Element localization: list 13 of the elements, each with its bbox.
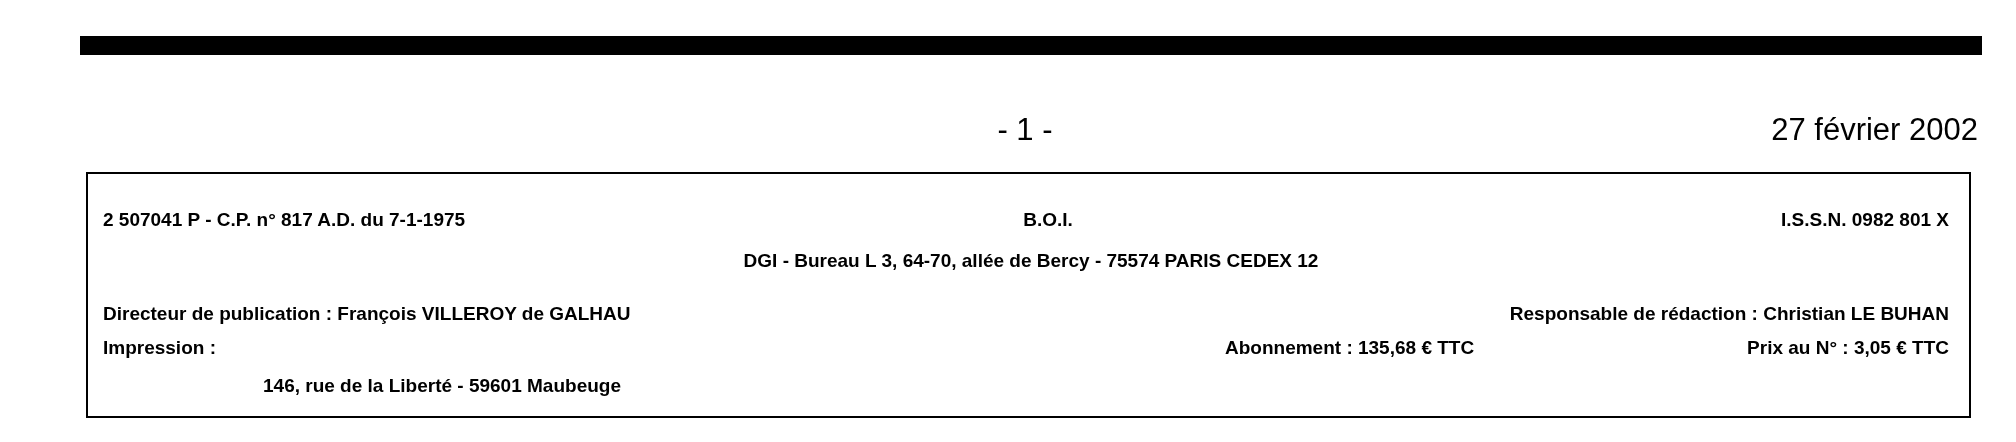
reference-text: 2 507041 P - C.P. n° 817 A.D. du 7-1-1975 <box>103 210 466 229</box>
date-text: 27 février 2002 <box>1771 114 1978 145</box>
price-text: Prix au N° : 3,05 € TTC <box>1747 338 1949 357</box>
director-text: Directeur de publication : François VILLEROY de GALHAU <box>103 304 631 323</box>
publication-text: B.O.I. <box>1023 210 1073 229</box>
printer-text: Impression : <box>103 338 216 357</box>
issn-text: I.S.S.N. 0982 801 X <box>1781 210 1949 229</box>
address-text: 146, rue de la Liberté - 59601 Maubeuge <box>263 376 621 395</box>
info-panel <box>86 172 1971 418</box>
subscription-text: Abonnement : 135,68 € TTC <box>1225 338 1475 357</box>
page-number: - 1 - <box>997 114 1053 145</box>
address-text: DGI - Bureau L 3, 64-70, allée de Bercy - 75574 PARIS CEDEX 12 <box>743 251 1319 270</box>
editor-text: Responsable de rédaction : Christian LE BUHAN <box>1509 304 1949 323</box>
